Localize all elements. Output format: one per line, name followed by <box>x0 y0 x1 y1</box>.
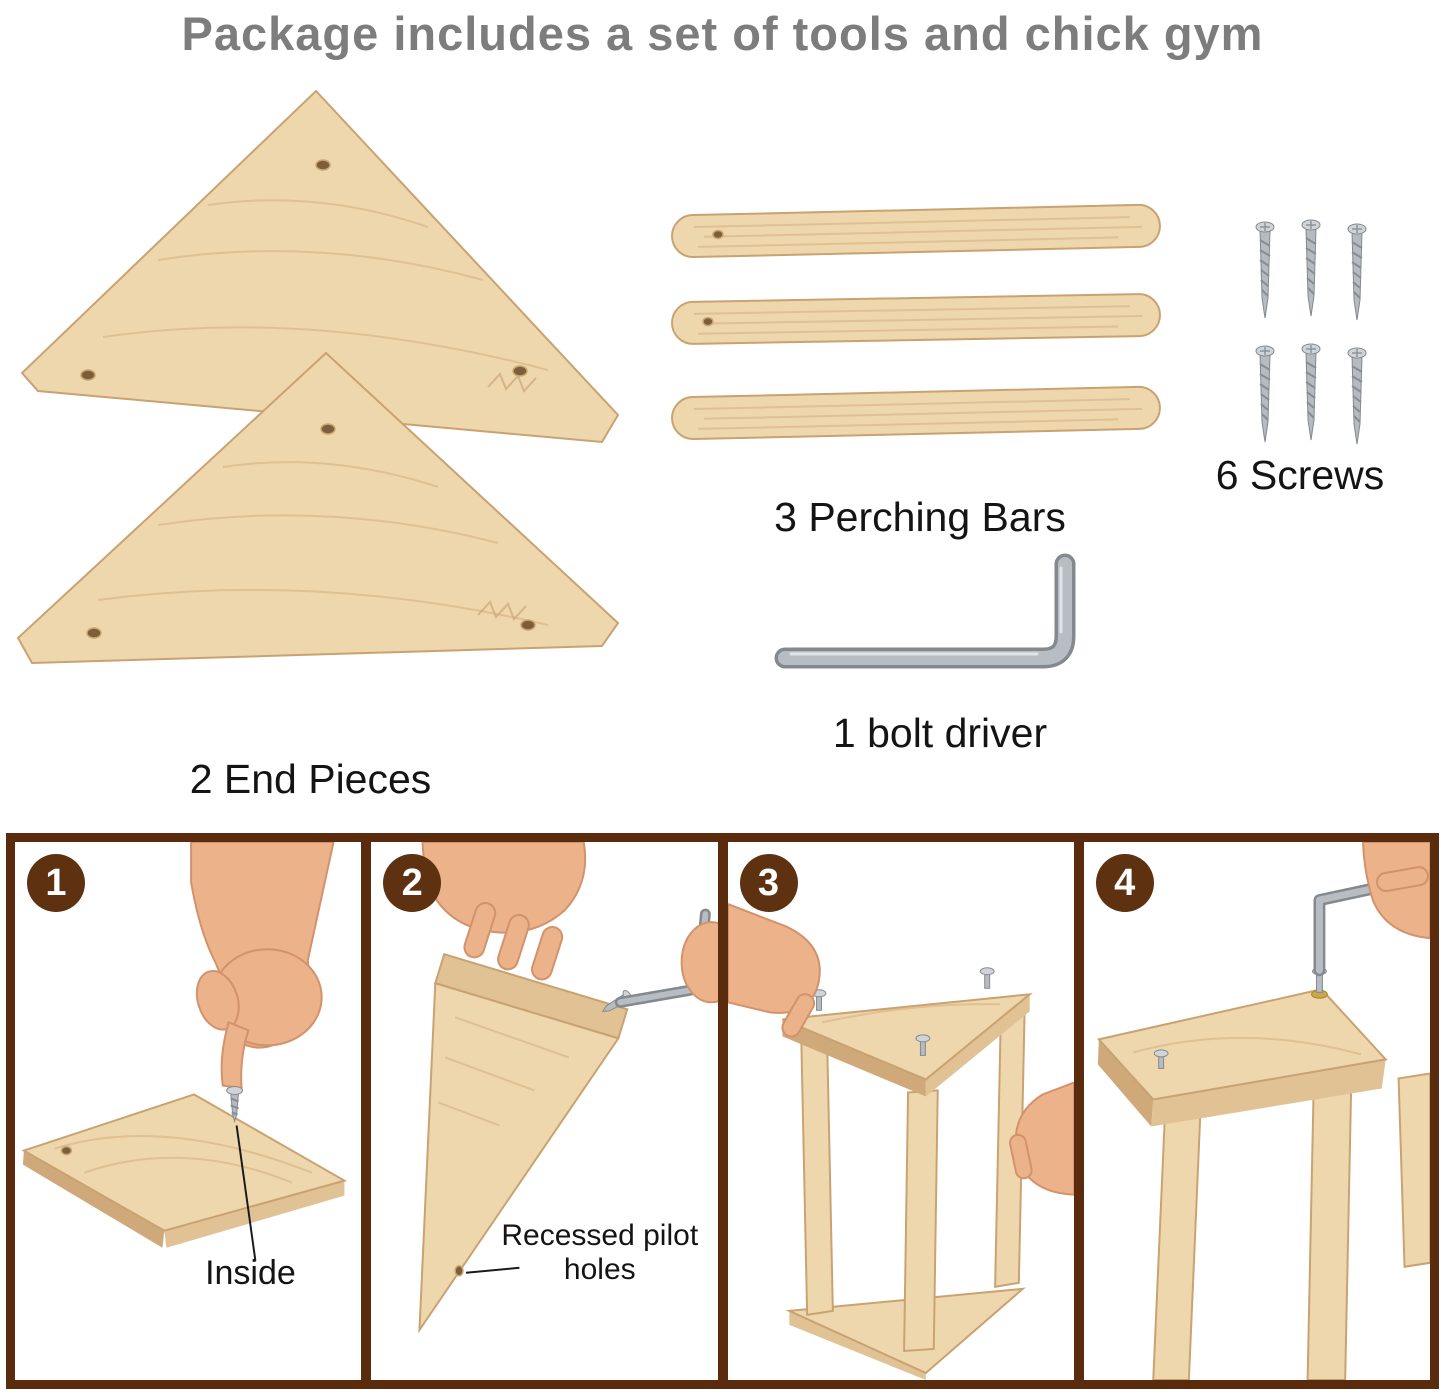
step-number-badge: 2 <box>383 854 442 912</box>
leg <box>1152 1103 1202 1380</box>
step-1-illustration <box>21 842 348 1261</box>
leg <box>799 1029 834 1317</box>
hand <box>421 842 587 981</box>
hand <box>1008 1081 1074 1196</box>
step-number-badge: 3 <box>739 854 798 912</box>
step-number-badge: 4 <box>1095 854 1154 912</box>
top-plate <box>781 992 1033 1097</box>
end-piece-back <box>20 89 620 444</box>
hand <box>190 842 335 1090</box>
end-piece-wedge <box>418 952 629 1334</box>
hand <box>727 903 821 1038</box>
step-panel-1: 1 <box>15 842 362 1380</box>
plate-corner <box>1096 988 1388 1127</box>
end-pieces-label: 2 End Pieces <box>189 756 432 802</box>
leg <box>1306 1088 1352 1380</box>
step-number: 3 <box>757 861 780 904</box>
step-2-illustration <box>418 842 718 1334</box>
screw <box>226 1085 244 1124</box>
step-panel-3: 3 <box>727 842 1074 1380</box>
perching-bar <box>671 385 1161 441</box>
leg <box>902 1089 939 1353</box>
leader-line <box>235 1125 257 1261</box>
step-number: 2 <box>401 861 423 904</box>
end-piece-board <box>21 1093 348 1248</box>
step-annotation: Recessed pilot holes <box>501 1218 699 1287</box>
step-annotation: Inside <box>205 1253 296 1292</box>
page-title: Package includes a set of tools and chic… <box>181 7 1264 60</box>
screws-label: 6 Screws <box>1215 452 1385 498</box>
screw <box>1153 1049 1169 1069</box>
leader-line <box>466 1266 520 1274</box>
hand <box>1361 842 1430 940</box>
hand <box>680 921 718 1004</box>
screws-graphic <box>1255 219 1367 445</box>
end-pieces-graphic <box>16 89 620 665</box>
step-4-illustration <box>1096 842 1430 1380</box>
step-number: 1 <box>45 861 67 904</box>
step-panel-4: 4 <box>1083 842 1430 1380</box>
end-piece-front <box>16 351 620 665</box>
perching-bar <box>671 293 1161 345</box>
step-panel-2: 2 <box>371 842 718 1380</box>
bolt-driver-graphic <box>774 553 1076 669</box>
perching-bars-graphic <box>671 203 1161 441</box>
perching-bar <box>671 203 1161 259</box>
step-number-badge: 1 <box>27 854 85 912</box>
perching-bars-label: 3 Perching Bars <box>774 494 1066 540</box>
bolt-driver-label: 1 bolt driver <box>832 710 1048 756</box>
leg <box>1397 1072 1430 1268</box>
screws <box>811 967 995 1056</box>
step-number: 4 <box>1114 861 1136 904</box>
step-3-illustration <box>727 903 1074 1380</box>
assembly-steps-frame: 1 <box>6 833 1439 1389</box>
